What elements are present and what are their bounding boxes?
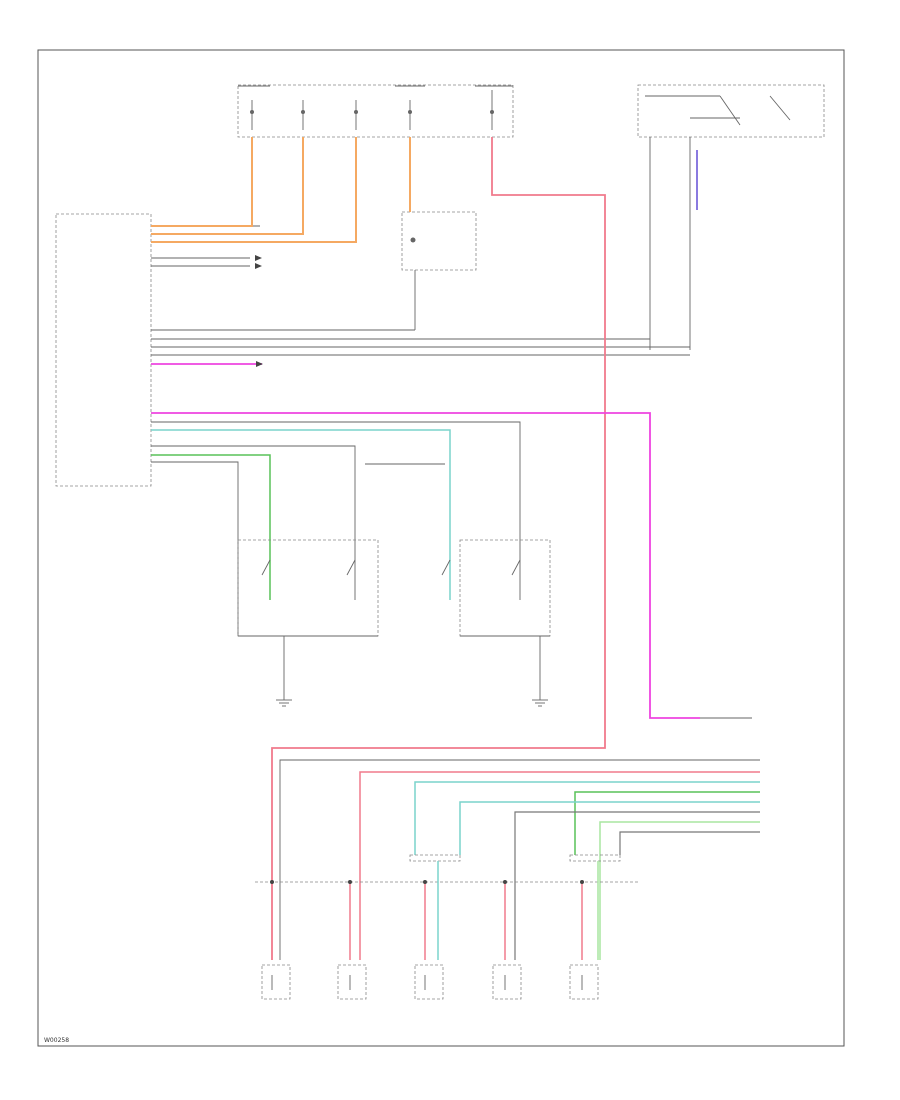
fuse-block bbox=[237, 84, 514, 138]
orange-wires bbox=[151, 137, 411, 243]
pcm-injector-lines bbox=[255, 759, 760, 960]
fuel-injector bbox=[569, 964, 599, 1000]
connector-arrow bbox=[256, 361, 263, 367]
body-control-module bbox=[55, 213, 690, 487]
magenta-serial-wire bbox=[151, 363, 700, 719]
fuel-injector bbox=[337, 964, 367, 1000]
pink-injector-feed bbox=[271, 137, 606, 960]
injector-drops bbox=[270, 861, 599, 960]
fuel-injector bbox=[261, 964, 291, 1000]
fuse bbox=[250, 100, 254, 130]
diagram-id: W00258 bbox=[44, 1037, 69, 1044]
fuel-injector bbox=[492, 964, 522, 1000]
ground-symbol bbox=[276, 699, 292, 707]
door-switch-circuits bbox=[151, 421, 551, 700]
fuse bbox=[301, 100, 305, 130]
ignition-switch bbox=[637, 84, 825, 350]
fuel-injector bbox=[414, 964, 444, 1000]
fuse bbox=[490, 90, 494, 130]
instrument-cluster bbox=[401, 211, 477, 271]
ground-symbol bbox=[532, 699, 548, 707]
diagram-border bbox=[37, 49, 845, 1047]
fuse bbox=[354, 100, 358, 130]
fuse bbox=[408, 100, 412, 130]
